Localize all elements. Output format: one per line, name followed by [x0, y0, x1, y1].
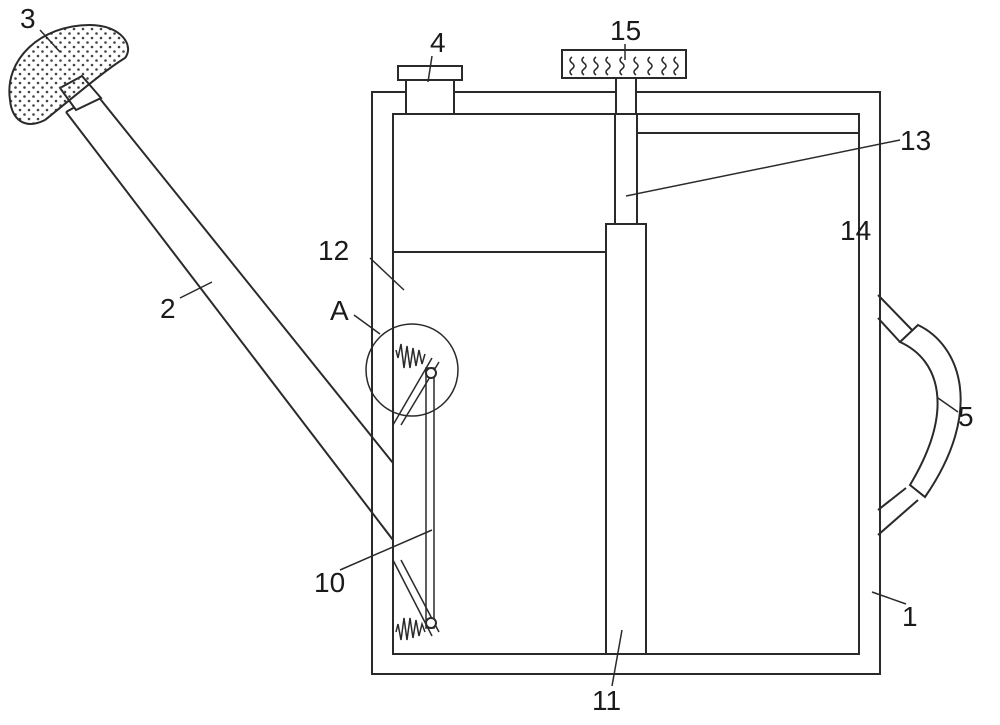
callout-10: 10 [314, 567, 345, 598]
callout-a: A [330, 295, 349, 326]
callout-12: 12 [318, 235, 349, 266]
callout-2: 2 [160, 293, 176, 324]
callout-labels: 3 4 15 13 14 12 A 2 5 10 11 1 [20, 3, 974, 716]
callout-1: 1 [902, 601, 918, 632]
callout-4: 4 [430, 27, 446, 58]
leader-lines [39, 29, 959, 687]
detail-circle-a [365, 323, 459, 417]
callout-5: 5 [958, 401, 974, 432]
top-knob [561, 49, 687, 115]
callout-3: 3 [20, 3, 36, 34]
callout-11: 11 [592, 685, 621, 716]
callout-15: 15 [610, 15, 641, 46]
internal-partitions [393, 113, 859, 655]
shower-head [8, 23, 130, 125]
linkage-mechanism [392, 343, 440, 641]
handle [877, 294, 962, 536]
container-body [371, 91, 881, 675]
callout-13: 13 [900, 125, 931, 156]
callout-14: 14 [840, 215, 871, 246]
spout-tube [65, 94, 394, 541]
